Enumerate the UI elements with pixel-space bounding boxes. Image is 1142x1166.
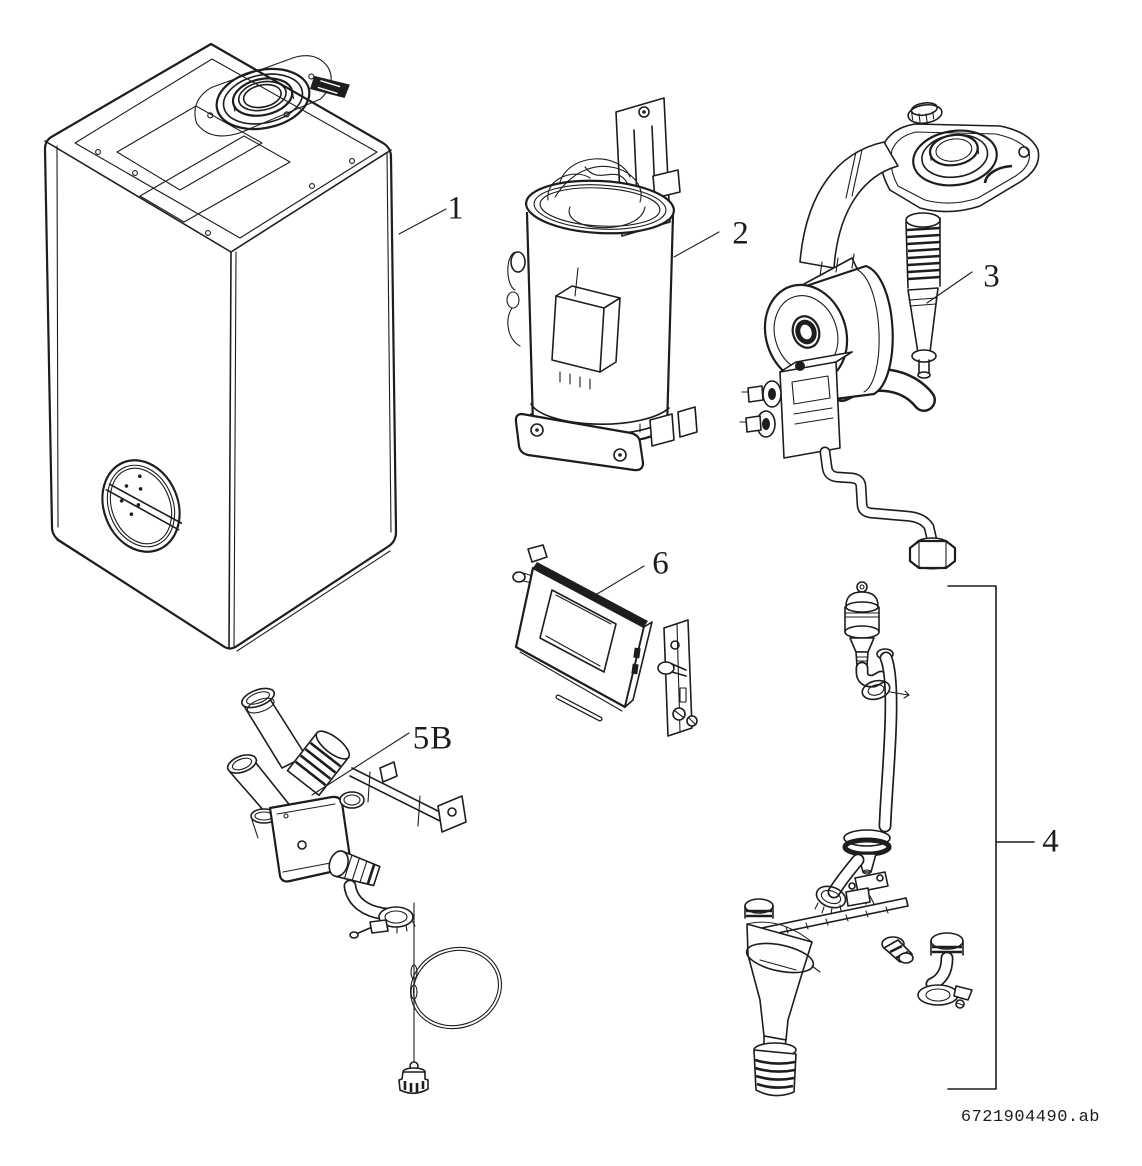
item-label-4: 4	[1042, 823, 1060, 860]
item-label-6: 6	[652, 545, 670, 582]
part-fan-assembly-drawing	[739, 102, 1040, 570]
item-4-bracket	[947, 585, 1035, 1090]
item-label-5b: 5B	[412, 720, 454, 757]
document-reference-number: 6721904490.ab	[960, 1108, 1100, 1127]
leader-lines	[311, 208, 973, 796]
display-screen	[539, 589, 617, 673]
item-label-3: 3	[983, 258, 1001, 295]
sight-glass	[101, 459, 183, 553]
part-pipe-group-bottom-drawing	[744, 853, 973, 1097]
item-label-1: 1	[447, 190, 465, 227]
item-label-2: 2	[732, 215, 750, 252]
part-hydraulic-unit-drawing	[226, 687, 503, 1095]
flue-collar	[194, 55, 350, 137]
part-boiler-casing-drawing	[43, 42, 398, 652]
part-control-unit-drawing	[512, 544, 698, 737]
part-pipe-group-top-drawing	[842, 581, 910, 875]
part-heat-exchanger-drawing	[506, 97, 698, 472]
